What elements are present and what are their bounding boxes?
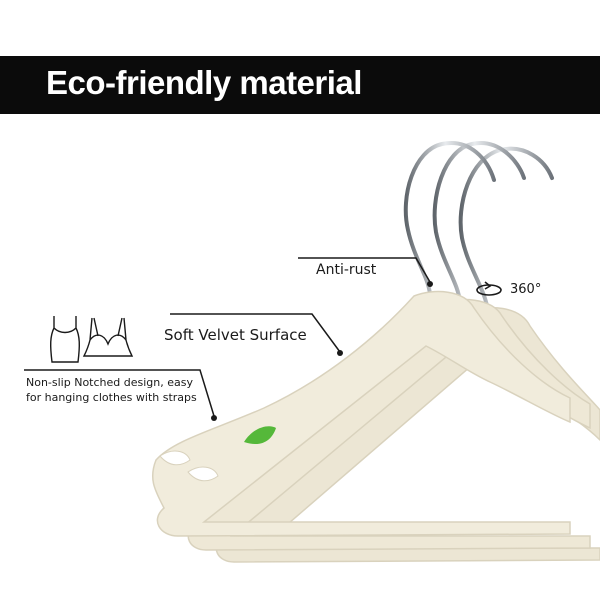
bra-icon: [82, 317, 134, 357]
callout-dots: [211, 281, 433, 421]
anti-rust-label: Anti-rust: [316, 262, 377, 278]
rotation-360-label: 360°: [510, 282, 542, 297]
notch-middle: [187, 466, 219, 482]
notches: [159, 450, 219, 482]
hangers: [152, 290, 600, 563]
tank-top-icon: [49, 316, 81, 363]
rotate-360-icon: [476, 281, 502, 296]
hanger-front: [152, 290, 571, 537]
callout-lines: [24, 257, 431, 417]
callout-line-anti-rust: [298, 257, 431, 283]
leaf-icon: [244, 426, 276, 445]
notch-front: [159, 450, 191, 466]
title-banner: Eco-friendly material: [0, 56, 600, 114]
non-slip-label: Non-slip Notched design, easy for hangin…: [26, 375, 197, 405]
callout-line-non-slip: [24, 369, 215, 417]
hook-back: [458, 146, 554, 314]
callout-line-velvet: [170, 313, 341, 353]
non-slip-line-2: for hanging clothes with straps: [26, 391, 197, 404]
hook-middle: [432, 141, 526, 304]
non-slip-line-1: Non-slip Notched design, easy: [26, 376, 193, 389]
banner-title: Eco-friendly material: [46, 64, 362, 101]
velvet-surface-label: Soft Velvet Surface: [164, 326, 307, 344]
